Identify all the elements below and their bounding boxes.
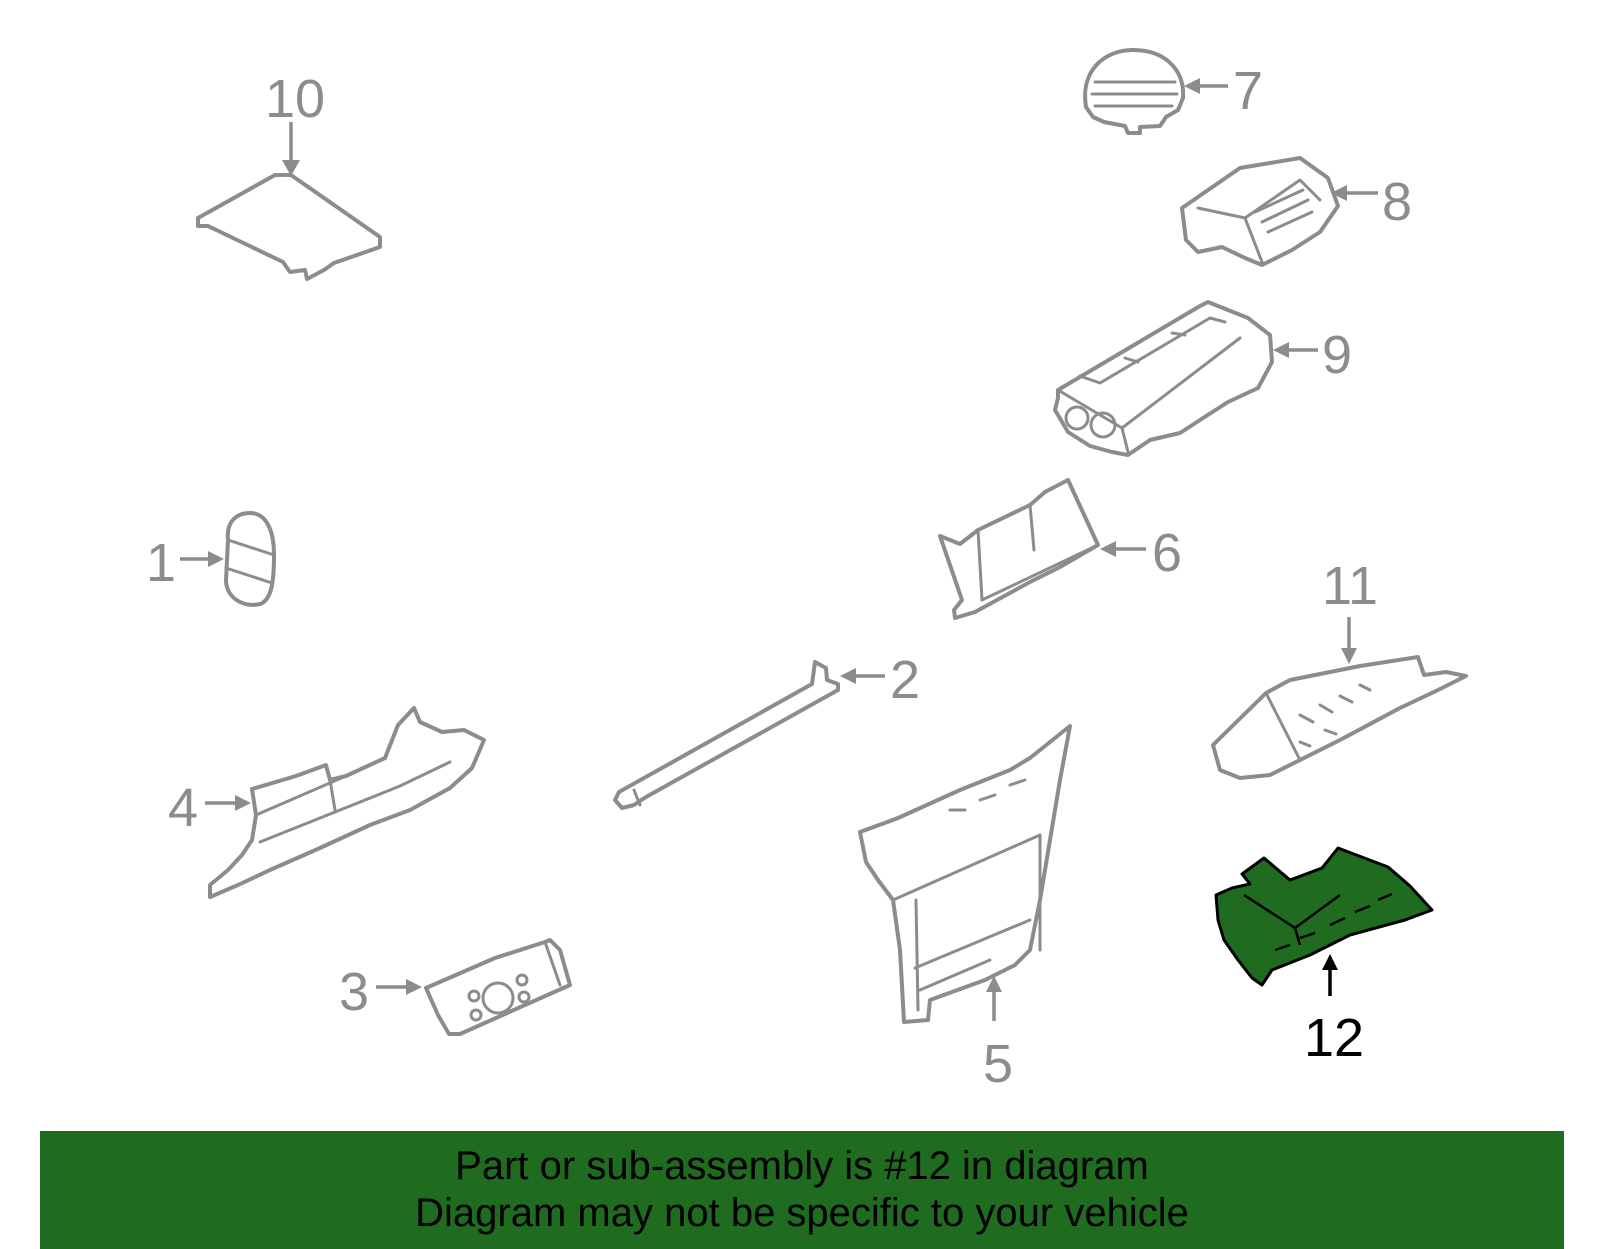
callout-9: 9	[1322, 325, 1352, 385]
callout-8: 8	[1382, 172, 1412, 232]
part-7[interactable]: 7	[1083, 48, 1263, 135]
callout-5: 5	[983, 1034, 1013, 1094]
part-10[interactable]: 10	[196, 69, 382, 281]
callout-11: 11	[1322, 556, 1378, 616]
part-1[interactable]: 1	[146, 511, 276, 607]
callout-1: 1	[146, 533, 176, 593]
part-8[interactable]: 8	[1180, 156, 1412, 267]
part-6[interactable]: 6	[938, 478, 1182, 620]
callout-10: 10	[265, 69, 325, 129]
banner-line-1: Part or sub-assembly is #12 in diagram	[455, 1144, 1149, 1188]
banner-line-2: Diagram may not be specific to your vehi…	[415, 1191, 1189, 1235]
part-5[interactable]: 5	[858, 724, 1072, 1094]
callout-3: 3	[339, 962, 369, 1022]
part-11[interactable]: 11	[1211, 556, 1468, 780]
part-3[interactable]: 3	[339, 938, 572, 1036]
callout-7: 7	[1233, 61, 1263, 121]
part-4[interactable]: 4	[168, 706, 486, 899]
callout-4: 4	[168, 778, 198, 838]
part-2[interactable]: 2	[613, 650, 920, 810]
callout-12: 12	[1304, 1008, 1364, 1068]
info-banner: Part or sub-assembly is #12 in diagram D…	[40, 1131, 1564, 1249]
callout-2: 2	[890, 650, 920, 710]
part-12-highlighted[interactable]: 12	[1214, 846, 1434, 1068]
part-9[interactable]: 9	[1053, 300, 1352, 457]
callout-6: 6	[1152, 523, 1182, 583]
